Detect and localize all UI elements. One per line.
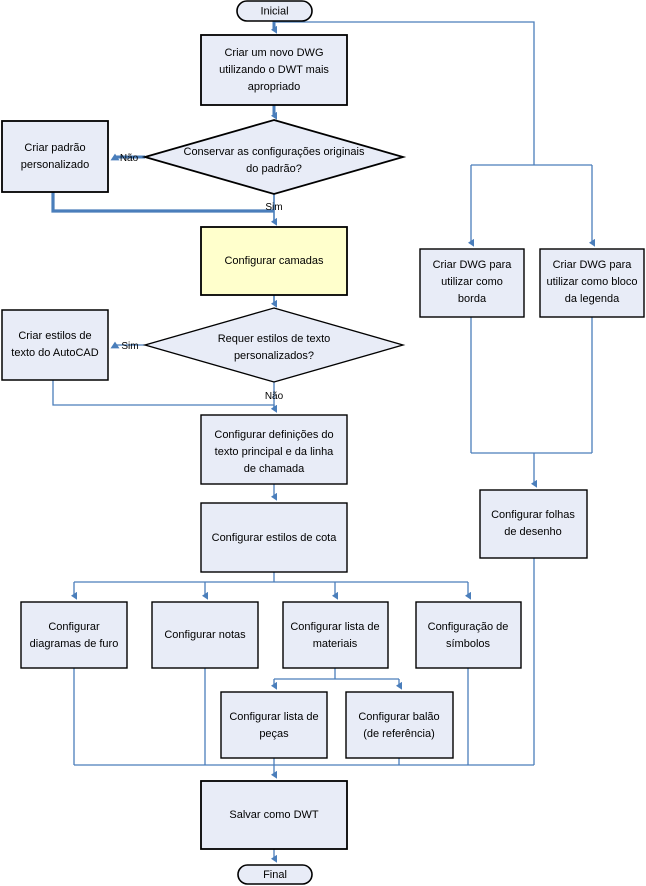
configurar-folhas-shape bbox=[479, 489, 588, 559]
node-configurar-camadas[interactable]: Configurar camadas bbox=[200, 226, 348, 296]
configurar-lista-pecas-shape bbox=[220, 691, 328, 759]
conservar-line1: Conservar as configurações originais bbox=[184, 146, 365, 158]
configurar-balao-line1: Configurar balão bbox=[358, 711, 439, 723]
salvar-dwt-shape bbox=[200, 780, 348, 850]
node-configurar-folhas-desenho[interactable]: Configurar folhas de desenho bbox=[479, 489, 588, 559]
criar-dwg-line2: utilizando o DWT mais bbox=[219, 64, 329, 76]
configurar-estilos-cota-shape bbox=[200, 502, 348, 573]
node-decision-requer-estilos[interactable]: Requer estilos de texto personalizados? bbox=[142, 307, 406, 383]
configurar-balao-shape bbox=[345, 691, 454, 759]
configurar-definicoes-line2: texto principal e da linha bbox=[215, 446, 335, 458]
edge-label-nao-1: Não bbox=[120, 153, 139, 164]
node-criar-dwg-borda[interactable]: Criar DWG para utilizar como borda bbox=[419, 248, 525, 318]
node-decision-conservar-configuracoes[interactable]: Conservar as configurações originais do … bbox=[141, 119, 407, 195]
criar-dwg-legenda-line3: da legenda bbox=[565, 293, 620, 305]
configurar-diagramas-furo-line2: diagramas de furo bbox=[30, 638, 119, 650]
node-criar-padrao-personalizado[interactable]: Criar padrão personalizado bbox=[1, 120, 109, 193]
criar-dwg-legenda-line2: utilizar como bloco bbox=[546, 276, 637, 288]
configurar-lista-pecas-line1: Configurar lista de bbox=[229, 711, 318, 723]
criar-estilos-texto-line2: texto do AutoCAD bbox=[11, 347, 98, 359]
criar-dwg-legenda-line1: Criar DWG para bbox=[553, 259, 633, 271]
configuracao-simbolos-shape bbox=[415, 601, 522, 669]
requer-estilos-line1: Requer estilos de texto bbox=[218, 333, 331, 345]
start-shape bbox=[236, 0, 313, 22]
node-configurar-definicoes[interactable]: Configurar definições do texto principal… bbox=[200, 414, 348, 485]
configurar-diagramas-furo-line1: Configurar bbox=[48, 621, 100, 633]
salvar-dwt-label: Salvar como DWT bbox=[229, 809, 319, 821]
connector-layer bbox=[51, 21, 595, 863]
start-label: Inicial bbox=[260, 5, 288, 17]
configurar-definicoes-line1: Configurar definições do bbox=[214, 429, 333, 441]
criar-dwg-line1: Criar um novo DWG bbox=[224, 47, 323, 59]
configurar-notas-shape bbox=[151, 601, 259, 669]
configurar-definicoes-line3: de chamada bbox=[244, 463, 305, 475]
edge-criar-padrao-loop bbox=[51, 192, 274, 213]
node-criar-dwg[interactable]: Criar um novo DWG utilizando o DWT mais … bbox=[200, 34, 348, 106]
configuracao-simbolos-line1: Configuração de bbox=[428, 621, 509, 633]
configuracao-simbolos-line2: símbolos bbox=[446, 638, 491, 650]
configurar-folhas-line1: Configurar folhas bbox=[491, 509, 575, 521]
criar-dwg-shape bbox=[200, 34, 348, 106]
criar-dwg-legenda-shape bbox=[539, 248, 645, 318]
criar-estilos-texto-line1: Criar estilos de bbox=[18, 330, 91, 342]
edge-start-to-right-branch bbox=[274, 21, 535, 165]
edge-estilos-texto-loop bbox=[52, 380, 277, 413]
edge-label-sim-1: Sim bbox=[265, 202, 282, 213]
criar-padrao-shape bbox=[1, 120, 109, 193]
node-configurar-notas[interactable]: Configurar notas bbox=[151, 601, 259, 669]
node-criar-dwg-legenda[interactable]: Criar DWG para utilizar como bloco da le… bbox=[539, 248, 645, 318]
node-configurar-lista-pecas[interactable]: Configurar lista de peças bbox=[220, 691, 328, 759]
node-end-terminator[interactable]: Final bbox=[237, 864, 313, 885]
configurar-camadas-label: Configurar camadas bbox=[224, 255, 324, 267]
criar-padrao-line2: personalizado bbox=[21, 159, 90, 171]
requer-estilos-line2: personalizados? bbox=[234, 350, 314, 362]
configurar-lista-pecas-line2: peças bbox=[259, 728, 289, 740]
criar-dwg-line3: apropriado bbox=[248, 81, 301, 93]
criar-dwg-borda-line3: borda bbox=[458, 293, 487, 305]
node-salvar-como-dwt[interactable]: Salvar como DWT bbox=[200, 780, 348, 850]
criar-estilos-texto-shape bbox=[1, 309, 109, 381]
criar-dwg-borda-shape bbox=[419, 248, 525, 318]
configurar-balao-line2: (de referência) bbox=[363, 728, 435, 740]
conservar-line2: do padrão? bbox=[246, 163, 302, 175]
configurar-notas-label: Configurar notas bbox=[164, 629, 246, 641]
requer-estilos-shape bbox=[142, 307, 406, 383]
criar-dwg-borda-line1: Criar DWG para bbox=[433, 259, 513, 271]
criar-padrao-line1: Criar padrão bbox=[24, 142, 85, 154]
node-configurar-lista-materiais[interactable]: Configurar lista de materiais bbox=[282, 601, 389, 669]
node-criar-estilos-texto[interactable]: Criar estilos de texto do AutoCAD bbox=[1, 309, 109, 381]
end-label: Final bbox=[263, 869, 287, 881]
node-configurar-estilos-cota[interactable]: Configurar estilos de cota bbox=[200, 502, 348, 573]
configurar-definicoes-shape bbox=[200, 414, 348, 485]
node-configurar-diagramas-furo[interactable]: Configurar diagramas de furo bbox=[20, 601, 128, 669]
conservar-shape bbox=[141, 119, 407, 195]
configurar-diagramas-furo-shape bbox=[20, 601, 128, 669]
node-configuracao-simbolos[interactable]: Configuração de símbolos bbox=[415, 601, 522, 669]
configurar-estilos-cota-label: Configurar estilos de cota bbox=[212, 532, 338, 544]
node-start-terminator[interactable]: Inicial bbox=[236, 0, 313, 22]
configurar-lista-materiais-shape bbox=[282, 601, 389, 669]
configurar-camadas-shape bbox=[200, 226, 348, 296]
end-shape bbox=[237, 864, 313, 885]
configurar-lista-materiais-line2: materiais bbox=[313, 638, 358, 650]
criar-dwg-borda-line2: utilizar como bbox=[441, 276, 503, 288]
edge-label-nao-2: Não bbox=[265, 391, 284, 402]
edge-label-sim-2: Sim bbox=[121, 341, 138, 352]
node-configurar-balao[interactable]: Configurar balão (de referência) bbox=[345, 691, 454, 759]
configurar-folhas-line2: de desenho bbox=[504, 526, 562, 538]
configurar-lista-materiais-line1: Configurar lista de bbox=[290, 621, 379, 633]
